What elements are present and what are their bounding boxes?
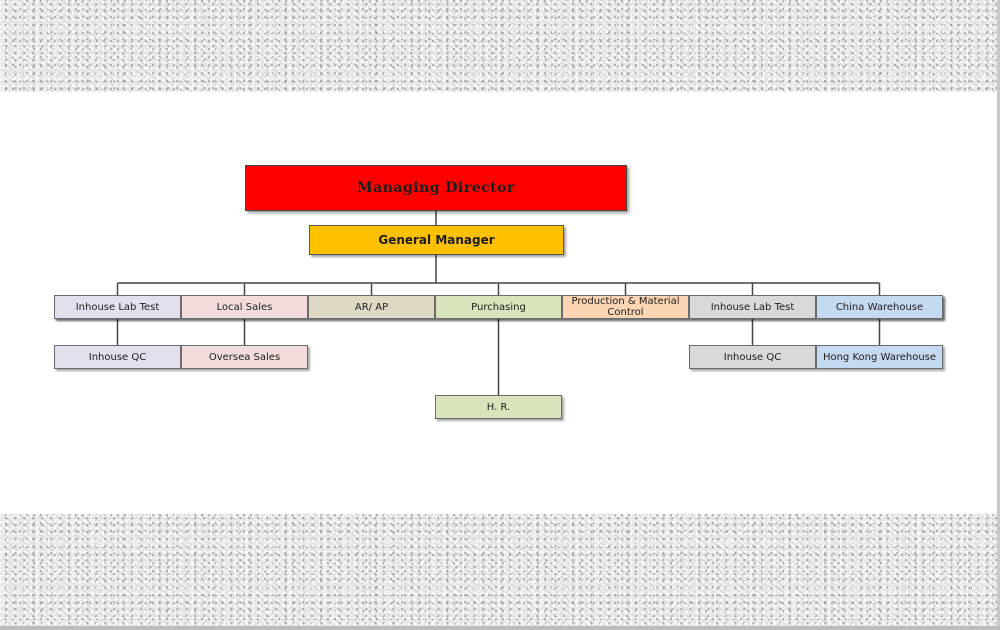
sub-unit-box-label: Inhouse Lab Test — [710, 301, 795, 313]
sub-unit-box: Hong Kong Warehouse — [816, 345, 943, 369]
sub-unit-box-label: Local Sales — [216, 301, 273, 313]
sub-unit-box-label: Production & Material Control — [571, 296, 680, 318]
sub-unit-box-label: Purchasing — [471, 301, 526, 313]
managing-director-box: Managing Director — [245, 165, 627, 211]
sub-unit-box-label: Inhouse QC — [723, 351, 782, 363]
general-manager-box-label: General Manager — [378, 232, 495, 247]
sub-unit-box: Inhouse Lab Test — [54, 295, 181, 319]
frame-edge-right — [997, 0, 1000, 630]
sub-unit-box-label: China Warehouse — [835, 301, 924, 313]
sub-unit-box: Inhouse QC — [54, 345, 181, 369]
textured-border-top — [0, 0, 1000, 92]
sub-unit-box: Inhouse Lab Test — [689, 295, 816, 319]
general-manager-box: General Manager — [309, 225, 564, 255]
sub-unit-box: Local Sales — [181, 295, 308, 319]
sub-unit-box: China Warehouse — [816, 295, 943, 319]
sub-unit-box: AR/ AP — [308, 295, 435, 319]
frame-edge-bottom — [0, 626, 1000, 630]
sub-unit-box: Inhouse QC — [689, 345, 816, 369]
sub-unit-box-label: Inhouse QC — [88, 351, 147, 363]
textured-border-bottom — [0, 514, 1000, 630]
sub-unit-box-label: Inhouse Lab Test — [75, 301, 160, 313]
managing-director-box-label: Managing Director — [357, 179, 515, 196]
sub-unit-box-label: Oversea Sales — [208, 351, 281, 363]
sub-unit-box-label: AR/ AP — [354, 301, 389, 313]
sub-unit-box-label: Hong Kong Warehouse — [822, 351, 937, 363]
sub-unit-box: Production & Material Control — [562, 295, 689, 319]
sub-unit-box: Oversea Sales — [181, 345, 308, 369]
sub-unit-box-label: H. R. — [486, 401, 511, 413]
sub-unit-box: H. R. — [435, 395, 562, 419]
sub-unit-box: Purchasing — [435, 295, 562, 319]
